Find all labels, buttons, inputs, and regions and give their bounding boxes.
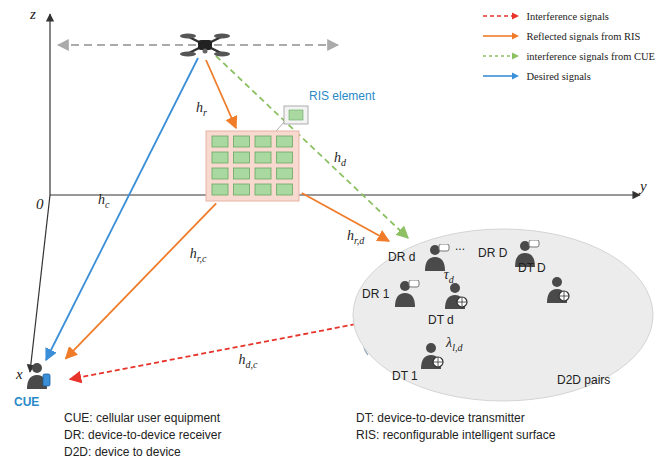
- d2d-transmitter: DT D: [518, 262, 572, 304]
- transmitter-icon: [420, 342, 446, 370]
- legend-line-sample: [482, 11, 520, 21]
- signal-connector: [302, 193, 389, 241]
- subscript: r,c: [197, 253, 207, 264]
- axis-label: 0: [36, 196, 44, 213]
- node-label: DR d: [388, 251, 415, 265]
- abbreviation-note: DT: device-to-device transmitter: [356, 412, 525, 426]
- subscript: d: [449, 274, 454, 285]
- transmitter-icon: [546, 276, 572, 304]
- legend-row: Desired signals: [482, 66, 655, 86]
- channel-label: hr,c: [190, 246, 207, 264]
- legend-text: Reflected signals from RIS: [526, 31, 640, 42]
- node-label: DR 1: [362, 288, 389, 302]
- node-label: RIS element: [309, 90, 375, 104]
- d2d-transmitter: DT 1: [392, 342, 448, 384]
- ellipsis: ...: [455, 240, 465, 254]
- channel-label: hd: [334, 150, 346, 168]
- abbreviation-note: D2D: device to device: [64, 446, 181, 460]
- legend-line-sample: [482, 71, 520, 81]
- channel-label: hr,d: [347, 228, 364, 246]
- channel-label: hc: [98, 192, 109, 210]
- node-label: DT 1: [392, 370, 418, 384]
- node-label: DT d: [428, 314, 454, 328]
- transmitter-icon: [444, 282, 470, 310]
- legend-row: Reflected signals from RIS: [482, 26, 655, 46]
- d2d-transmitter: DT d: [428, 280, 482, 330]
- node-label: CUE: [14, 396, 39, 410]
- subscript: d: [341, 157, 346, 168]
- node-label: DT D: [518, 262, 546, 276]
- abbreviation-note: DR: device-to-device receiver: [64, 429, 221, 443]
- abbreviation-note: RIS: reconfigurable intelligent surface: [356, 429, 555, 443]
- ris-panel: RIS element: [205, 130, 300, 202]
- receiver-icon: [394, 280, 420, 308]
- legend-row: interference signals from CUE: [482, 46, 655, 66]
- subscript: l,d: [452, 342, 462, 353]
- uav-cue-link: [46, 58, 198, 360]
- channel-label: hd,c: [239, 352, 258, 370]
- channel-label: λl,d: [446, 335, 462, 353]
- axis-label: x: [16, 366, 23, 383]
- ris-surface: [205, 130, 300, 202]
- subscript: r,d: [354, 235, 364, 246]
- d2d-region: D2D pairs DR d DR D DT D DT d DR 1 DT 1: [352, 228, 654, 402]
- legend-row: Interference signals: [482, 6, 655, 26]
- node-label: DR D: [478, 247, 507, 261]
- node-label: D2D pairs: [557, 374, 610, 388]
- d2d-receiver: DR 1: [362, 278, 418, 306]
- uav-drone: [180, 34, 230, 57]
- channel-label: hr: [196, 100, 207, 118]
- abbreviation-note: CUE: cellular user equipment: [64, 412, 220, 426]
- legend-line-sample: [482, 51, 520, 61]
- user-icon: [26, 362, 52, 390]
- subscript: r: [203, 107, 207, 118]
- axis-label: y: [640, 178, 647, 195]
- legend-text: Interference signals: [526, 11, 609, 22]
- signal-connector: [66, 203, 217, 358]
- subscript: c: [105, 199, 109, 210]
- subscript: d,c: [246, 359, 258, 370]
- legend-text: Desired signals: [526, 71, 590, 82]
- legend-line-sample: [482, 31, 520, 41]
- channel-label: τd: [444, 267, 454, 285]
- legend-text: interference signals from CUE: [526, 51, 655, 62]
- d2d-receiver: DR d: [388, 242, 448, 272]
- uav-dr-link: [216, 56, 408, 238]
- axis-label: z: [30, 6, 36, 23]
- legend: Interference signalsReflected signals fr…: [482, 6, 655, 86]
